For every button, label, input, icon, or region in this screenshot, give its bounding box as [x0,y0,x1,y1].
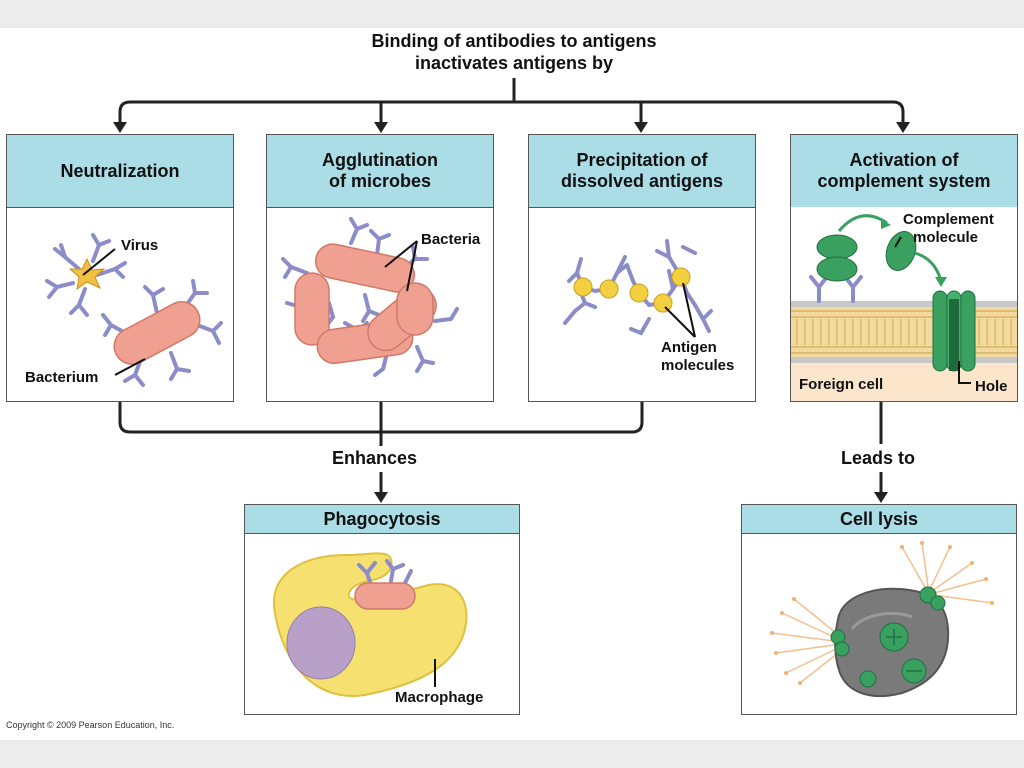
panel-title: Phagocytosis [323,508,441,529]
virus-icon [45,233,127,317]
label-bacterium: Bacterium [25,369,99,386]
label-hole: Hole [975,378,1008,395]
complement-dimer-icon [816,234,858,282]
title-line-1: Binding of antibodies to antigens [371,31,657,51]
label-leads-to: Leads to [841,448,916,468]
neutralization-illustration [45,233,223,387]
precipitation-illustration [563,239,713,338]
arrow-head [374,122,388,133]
panel-header: Agglutination of microbes [267,135,493,208]
label-foreign-cell: Foreign cell [799,376,884,393]
antigen-lattice-icon [563,239,713,336]
complement-molecule-icon [885,231,917,271]
label-molecules: molecules [661,357,735,374]
panel-illustration: Antigen molecules [529,207,755,401]
panel-illustration [742,533,1016,714]
panel-neutralization: Neutralization [6,134,234,402]
panel-title-line-2: dissolved antigens [560,171,724,191]
label-molecule: molecule [913,229,979,246]
panel-title-line-1: Precipitation of [576,150,708,170]
panel-title-line-2: complement system [817,171,991,191]
panel-illustration: Complement molecule Foreign cell Hole [791,207,1017,401]
diagram-title: Binding of antibodies to antigens inacti… [300,30,728,74]
panel-title: Neutralization [60,160,180,181]
title-line-2: inactivates antigens by [414,53,614,73]
panel-title-line-1: Agglutination [322,150,438,170]
panel-title-line-1: Activation of [849,150,959,170]
agglutination-illustration [281,217,459,377]
arrow-head [874,492,888,503]
arrow-head [896,122,910,133]
complement-illustration [791,214,1017,401]
label-antigen: Antigen [661,339,717,356]
label-macrophage: Macrophage [395,689,484,706]
panel-precipitation: Precipitation of dissolved antigens [528,134,756,402]
label-complement: Complement [903,211,994,228]
curved-arrow-icon [837,214,888,232]
panel-cell-lysis: Cell lysis [741,504,1017,715]
panel-title-line-2: of microbes [328,171,432,191]
panel-header: Precipitation of dissolved antigens [529,135,755,208]
arrow-head [113,122,127,133]
cell-lysis-illustration [770,541,994,698]
cell-membrane [791,301,1017,363]
bacterium-icon [101,279,223,387]
panel-illustration: Macrophage [245,533,519,714]
panel-complement: Activation of complement system [790,134,1018,402]
label-enhances: Enhances [332,448,418,468]
arrow-head [374,492,388,503]
panel-header: Neutralization [7,135,233,208]
top-branch [118,100,905,127]
panel-header: Cell lysis [742,505,1016,534]
curved-arrow-icon [914,251,943,282]
macrophage-icon [272,552,468,698]
label-bacteria: Bacteria [421,231,481,248]
panel-illustration: Bacteria [267,207,493,401]
leaking-contents-icon [771,542,993,684]
panel-title: Cell lysis [839,508,919,529]
bacteria-cluster-icon [281,217,459,377]
panel-header: Phagocytosis [245,505,519,534]
copyright-notice: Copyright © 2009 Pearson Education, Inc. [6,720,175,730]
panel-agglutination: Agglutination of microbes [266,134,494,402]
phagocytosis-illustration [272,552,468,698]
arrow-head [634,122,648,133]
engulfed-bacterium-icon [354,559,416,610]
label-virus: Virus [121,237,159,254]
panel-phagocytosis: Phagocytosis Macrophage [244,504,520,715]
panel-illustration: Virus Bacterium [7,207,233,401]
panel-header: Activation of complement system [791,135,1017,208]
foreign-cell-cytoplasm [791,361,1017,401]
membrane-pore-icon [932,290,976,372]
arrowhead-icons [770,541,994,685]
